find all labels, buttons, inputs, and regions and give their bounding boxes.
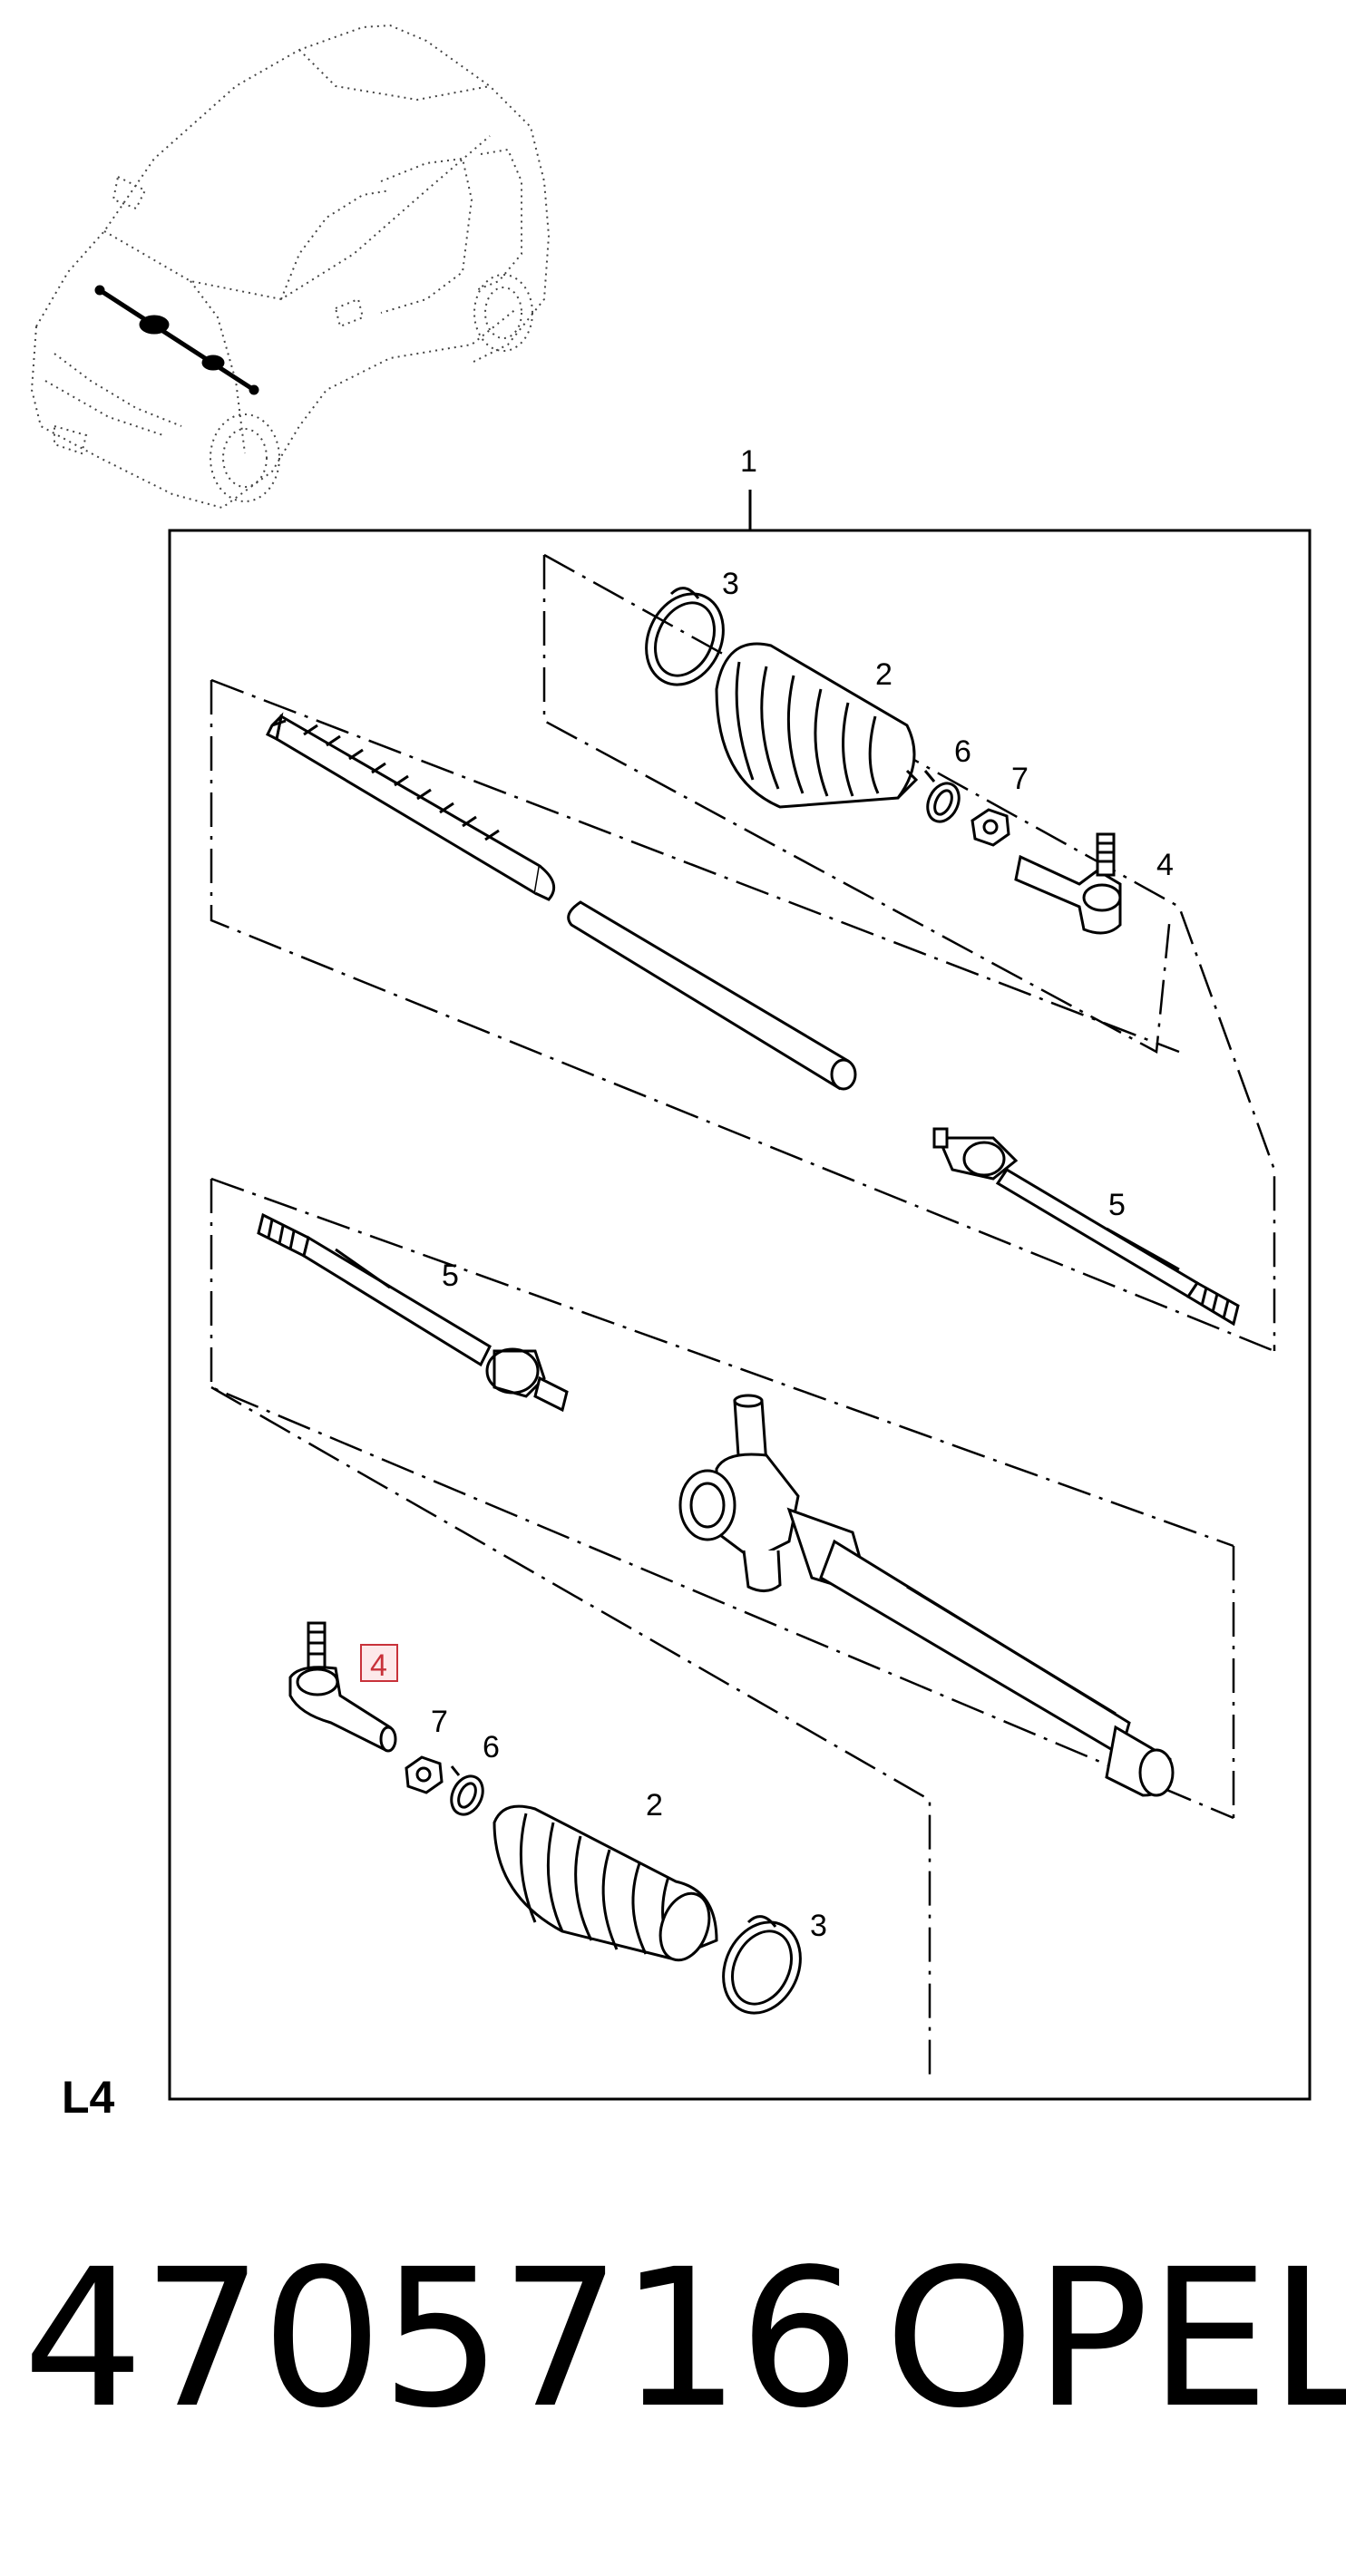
callout-3-bottom: 3	[810, 1909, 827, 1943]
clamp-left-part	[722, 1915, 802, 2015]
clamp-right-part	[645, 587, 725, 686]
rack-upper-section	[265, 712, 556, 901]
rack-position-indicator	[94, 285, 259, 395]
callout-2-bottom: 2	[646, 1788, 663, 1823]
boot-right-part	[715, 642, 919, 809]
callout-2-top: 2	[875, 657, 892, 692]
assembly-frame	[168, 490, 1312, 2101]
callout-7-bottom: 7	[431, 1705, 448, 1739]
callout-7-top: 7	[1011, 762, 1029, 796]
clip-right-part	[923, 770, 961, 823]
callout-3-top: 3	[722, 567, 739, 601]
inner-tie-rod-left-part	[257, 1212, 569, 1413]
clip-left-part	[450, 1765, 484, 1816]
vehicle-overview	[30, 24, 551, 510]
callout-4-highlight-box	[360, 1644, 398, 1682]
callout-4-top: 4	[1156, 848, 1174, 882]
page-code: L4	[62, 2072, 115, 2123]
callout-6-bottom: 6	[483, 1730, 500, 1764]
callout-4-highlighted[interactable]: 4	[370, 1648, 387, 1683]
steering-gear-housing-part	[678, 1394, 1175, 1797]
inner-tie-rod-right-part	[932, 1127, 1240, 1327]
boot-left-part	[493, 1804, 718, 1962]
nut-left-part	[405, 1755, 444, 1794]
group-outlines	[210, 553, 1276, 2076]
tie-rod-end-right-part	[1014, 832, 1122, 935]
tie-rod-end-left-part	[288, 1621, 397, 1753]
callout-6-top: 6	[954, 734, 971, 769]
callout-5-left: 5	[442, 1259, 459, 1293]
part-number: 4705716	[23, 2228, 860, 2450]
brand-name: OPEL	[884, 2228, 1346, 2450]
callout-1: 1	[740, 444, 757, 479]
nut-right-part	[970, 808, 1010, 847]
rack-middle-section	[567, 900, 857, 1091]
callout-5-top: 5	[1108, 1188, 1126, 1222]
